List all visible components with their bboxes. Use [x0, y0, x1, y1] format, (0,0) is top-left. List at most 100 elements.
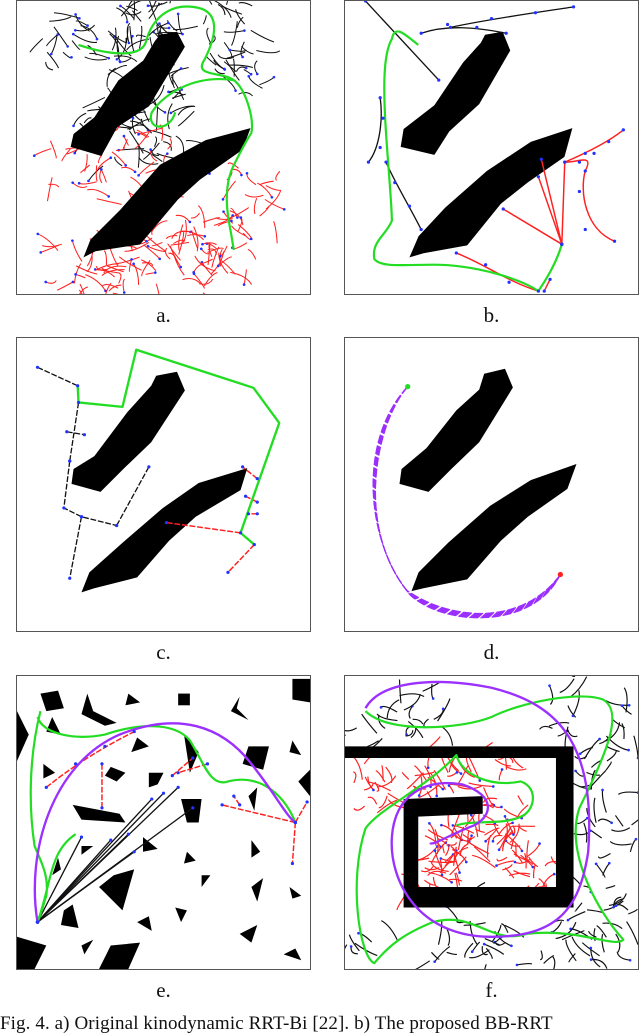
tree-edge [94, 263, 119, 272]
tree-node [612, 239, 617, 243]
tree-edge [236, 16, 244, 28]
obstacle [72, 804, 126, 823]
panel-e [16, 675, 311, 970]
tree-node [451, 824, 455, 827]
tree-node [538, 842, 541, 845]
tree-edge [374, 781, 380, 792]
obstacle [104, 766, 126, 782]
obstacle [289, 886, 302, 899]
tree-node [520, 849, 524, 853]
tree-node [417, 794, 421, 797]
tree-edge [107, 265, 124, 273]
tree-node [188, 220, 192, 224]
tree-edge [33, 148, 52, 157]
tree-node [132, 262, 135, 266]
solution-path [29, 710, 297, 924]
obstacle [60, 904, 79, 928]
tree-edge [473, 846, 491, 863]
tree-edge [502, 864, 513, 871]
tree-edge [126, 5, 138, 12]
candidate-trajectory [372, 386, 561, 619]
tree-node [68, 576, 72, 580]
obstacle [70, 31, 185, 156]
obstacle [125, 693, 141, 706]
tree-node [167, 90, 170, 94]
tree-edge [84, 56, 108, 61]
tree-edge [446, 928, 451, 946]
tree-edge [226, 1, 229, 5]
tree-edge [543, 954, 555, 964]
tree-edge [178, 224, 184, 251]
tree-node [247, 74, 251, 78]
tree-node [191, 756, 195, 760]
tree-edge [376, 775, 397, 788]
tree-node [79, 835, 84, 839]
tree-node [574, 769, 577, 773]
tree-node [74, 273, 77, 276]
tree-edge [151, 149, 160, 156]
tree-node [249, 237, 253, 241]
tree-node [132, 850, 136, 854]
tree-edge [150, 149, 158, 162]
panel-label-d: d. [483, 640, 500, 664]
tree-node [507, 280, 511, 284]
tree-edge [485, 823, 499, 827]
tree-edge [214, 68, 225, 75]
tree-edge [147, 2, 163, 7]
tree-node [79, 515, 84, 519]
tree-edge [231, 242, 248, 250]
tree-node [240, 173, 243, 177]
tree-node [607, 861, 611, 865]
tree-node [36, 232, 40, 236]
tree-edge [623, 687, 628, 713]
tree-edge [605, 884, 616, 889]
tree-node [407, 204, 412, 208]
tree-edge [238, 2, 253, 7]
tree-node [179, 67, 183, 70]
tree-node [501, 207, 505, 211]
tree-edge [49, 140, 57, 159]
panel-d-plot [372, 368, 577, 619]
tree-node [87, 179, 90, 183]
tree-edge [464, 942, 474, 958]
tree-edge [376, 799, 398, 814]
solution-path [78, 5, 254, 251]
tree-edge [414, 771, 435, 777]
tree-edge [633, 735, 638, 759]
solution-path [355, 695, 625, 965]
tree-edge [45, 61, 54, 71]
tree-node [161, 791, 166, 795]
start-tree-branch [37, 839, 112, 923]
tree-node [552, 872, 556, 876]
tree-edge [46, 177, 53, 202]
tree-edge [75, 20, 88, 27]
tree-edge [61, 148, 71, 162]
tree-edge [169, 1, 171, 4]
tree-edge [441, 844, 445, 854]
tree-node [71, 239, 74, 242]
tree-node [100, 168, 103, 171]
tree-node [82, 433, 87, 437]
obstacle [230, 696, 249, 720]
tree-edge [138, 25, 143, 49]
tree-node [497, 848, 501, 852]
tree-node [238, 803, 242, 807]
tree-edge [517, 795, 525, 806]
tree-edge [467, 840, 490, 855]
tree-edge [202, 292, 206, 294]
tree-edge [605, 700, 630, 706]
tree-node [357, 931, 360, 935]
tree-edge [172, 73, 176, 89]
tree-edge [153, 136, 158, 147]
tree-edge [567, 729, 578, 738]
tree-edge [417, 846, 438, 861]
tree-edge [614, 815, 624, 827]
goal-tree-branch [502, 208, 563, 245]
tree-edge [593, 797, 597, 823]
tree-node [167, 26, 171, 30]
tree-edge [218, 252, 229, 274]
goal-tree-branch [233, 795, 241, 806]
tree-edge [516, 963, 533, 966]
tree-edge [574, 902, 583, 912]
tree-node [583, 151, 587, 155]
